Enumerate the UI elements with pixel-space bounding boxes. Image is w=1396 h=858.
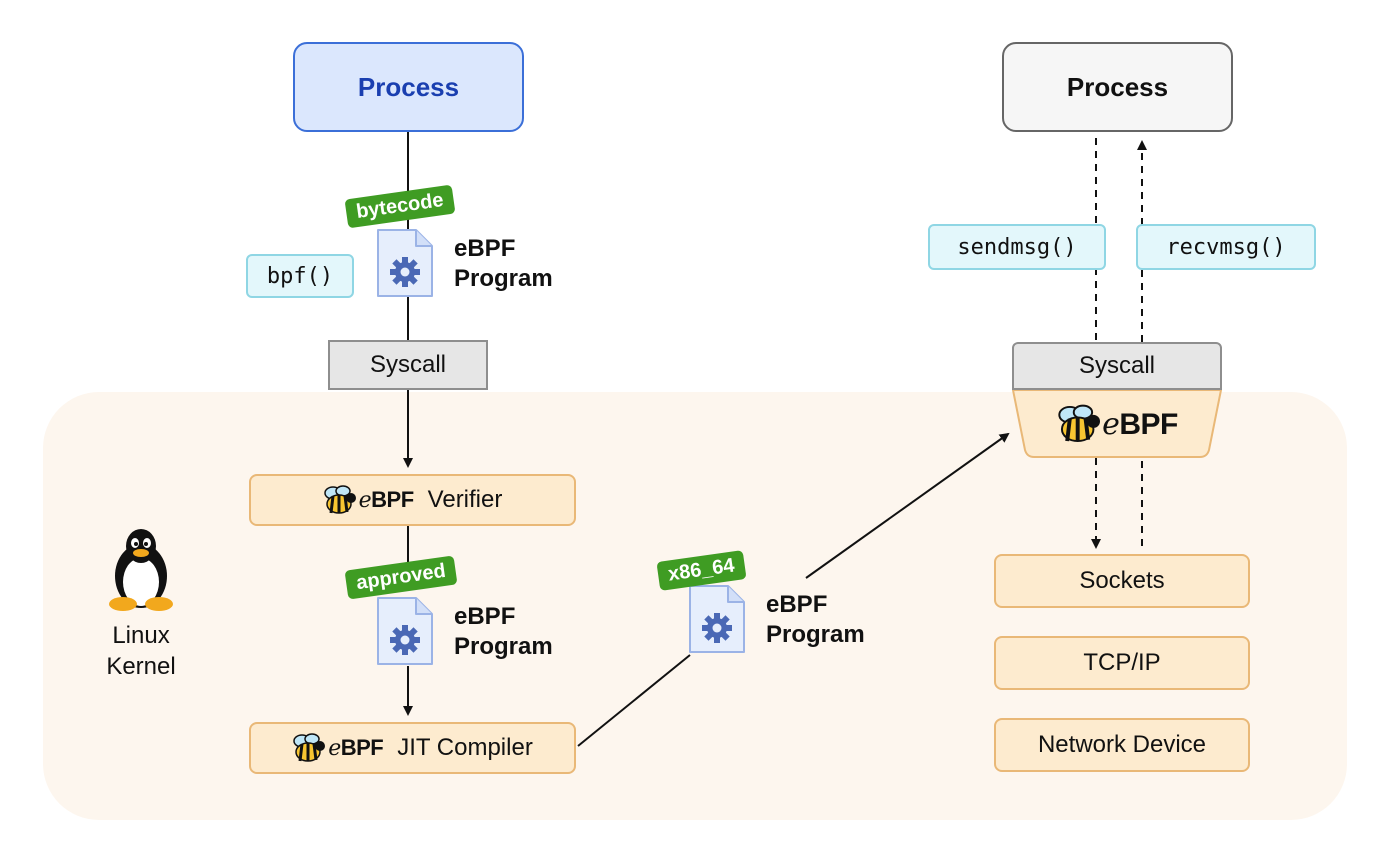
hook-ebpf-suffix: BPF — [1119, 407, 1178, 441]
jit-compiler-label: JIT Compiler — [397, 734, 533, 761]
sockets-box: Sockets — [994, 554, 1250, 608]
jit-program-line1: eBPF — [766, 591, 828, 618]
verifier-ebpf-suffix: BPF — [371, 487, 414, 512]
verifier-ebpf-logo: eBPF — [358, 487, 415, 513]
syscall-right-box: Syscall — [1012, 342, 1222, 390]
bytecode-program-line1: eBPF — [454, 235, 516, 262]
hook-ebpf-text: eBPF — [1102, 407, 1178, 442]
bytecode-program-doc-icon — [376, 228, 434, 298]
jit-program-label: eBPF Program — [766, 590, 865, 650]
hook-ebpf-prefix: e — [1102, 406, 1120, 442]
process-right-label: Process — [1066, 71, 1169, 102]
bpf-call-pill: bpf() — [246, 254, 354, 298]
ebpf-hook-trapezoid: eBPF — [1012, 390, 1222, 458]
process-right-box: Process — [1002, 42, 1233, 132]
syscall-right-label: Syscall — [1078, 352, 1156, 379]
ebpf-verifier-box: eBPF Verifier — [249, 474, 576, 526]
tux-penguin-icon — [105, 526, 177, 612]
bee-icon — [293, 733, 326, 762]
jit-ebpf-suffix: BPF — [340, 735, 384, 760]
approved-program-line1: eBPF — [454, 603, 516, 630]
jit-to-doc-line — [577, 654, 691, 747]
tcp-ip-box: TCP/IP — [994, 636, 1250, 690]
verifier-label: Verifier — [427, 486, 503, 513]
approved-program-doc-icon — [376, 596, 434, 666]
bee-icon — [323, 485, 356, 514]
jit-program-line2: Program — [766, 621, 865, 648]
jit-ebpf-logo: eBPF — [328, 735, 384, 761]
linux-kernel-line2: Kernel — [106, 653, 176, 680]
process-left-label: Process — [357, 71, 460, 102]
approved-program-label: eBPF Program — [454, 602, 553, 662]
syscall-left-box: Syscall — [328, 340, 488, 390]
sendmsg-call-pill: sendmsg() — [928, 224, 1106, 270]
ebpf-jit-compiler-box: eBPF JIT Compiler — [249, 722, 576, 774]
bytecode-program-line2: Program — [454, 265, 553, 292]
sockets-label: Sockets — [1079, 567, 1165, 594]
recvmsg-call-pill: recvmsg() — [1136, 224, 1316, 270]
bee-icon — [1058, 404, 1101, 443]
ebpf-hook-logo: eBPF — [1012, 390, 1222, 458]
linux-kernel-line1: Linux — [112, 622, 170, 649]
recvmsg-call-label: recvmsg() — [1166, 234, 1286, 260]
jit-ebpf-prefix: e — [328, 736, 341, 761]
bpf-call-label: bpf() — [266, 263, 334, 289]
network-device-label: Network Device — [1037, 731, 1207, 758]
verifier-ebpf-prefix: e — [358, 488, 372, 513]
network-device-box: Network Device — [994, 718, 1250, 772]
doc-to-ebpf-hook-arrow — [805, 432, 1010, 579]
sendmsg-call-label: sendmsg() — [957, 234, 1077, 260]
bytecode-program-label: eBPF Program — [454, 234, 553, 294]
syscall-left-label: Syscall — [369, 351, 447, 378]
process-left-box: Process — [293, 42, 524, 132]
approved-program-line2: Program — [454, 633, 553, 660]
tcp-ip-label: TCP/IP — [1083, 649, 1161, 676]
linux-kernel-label: Linux Kernel — [86, 620, 196, 682]
jit-program-doc-icon — [688, 584, 746, 654]
